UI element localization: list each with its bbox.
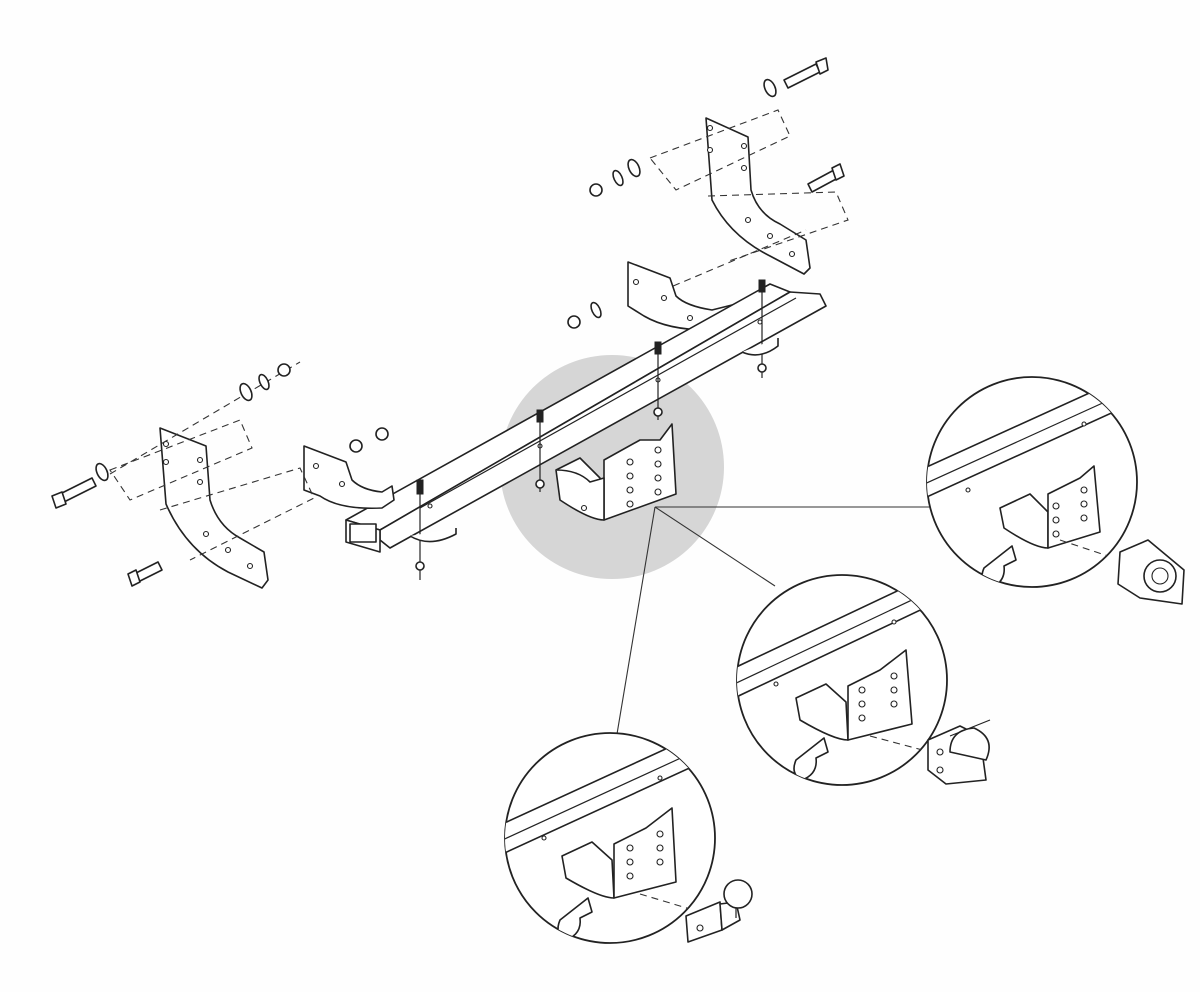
cross-beam: [345, 283, 827, 553]
bolt-mid-right: [807, 163, 845, 193]
right-bracket: [705, 117, 811, 275]
bolt-lower-left: [127, 561, 163, 587]
washers-left: [239, 363, 291, 402]
leader-lines: [616, 506, 930, 735]
left-bracket: [159, 427, 269, 589]
washers-upper: [589, 158, 641, 197]
pintle-hook-icon: [927, 719, 991, 785]
callout-tow-eye: [926, 376, 1185, 605]
callout-pintle-hook: [736, 574, 991, 786]
tow-eye-icon: [1117, 539, 1185, 605]
tow-ball-icon: [685, 879, 753, 943]
callout-tow-ball: [504, 732, 753, 944]
center-left-bracket: [303, 445, 395, 510]
beam-bolts: [415, 279, 767, 580]
beam-underside-right: [741, 338, 779, 356]
beam-underside-left: [409, 528, 457, 543]
washers-center-left: [349, 427, 389, 453]
washers-center: [567, 301, 602, 329]
bolt-upper-right: [763, 57, 829, 98]
bolt-left: [51, 462, 109, 509]
hitch-mount: [555, 423, 677, 521]
